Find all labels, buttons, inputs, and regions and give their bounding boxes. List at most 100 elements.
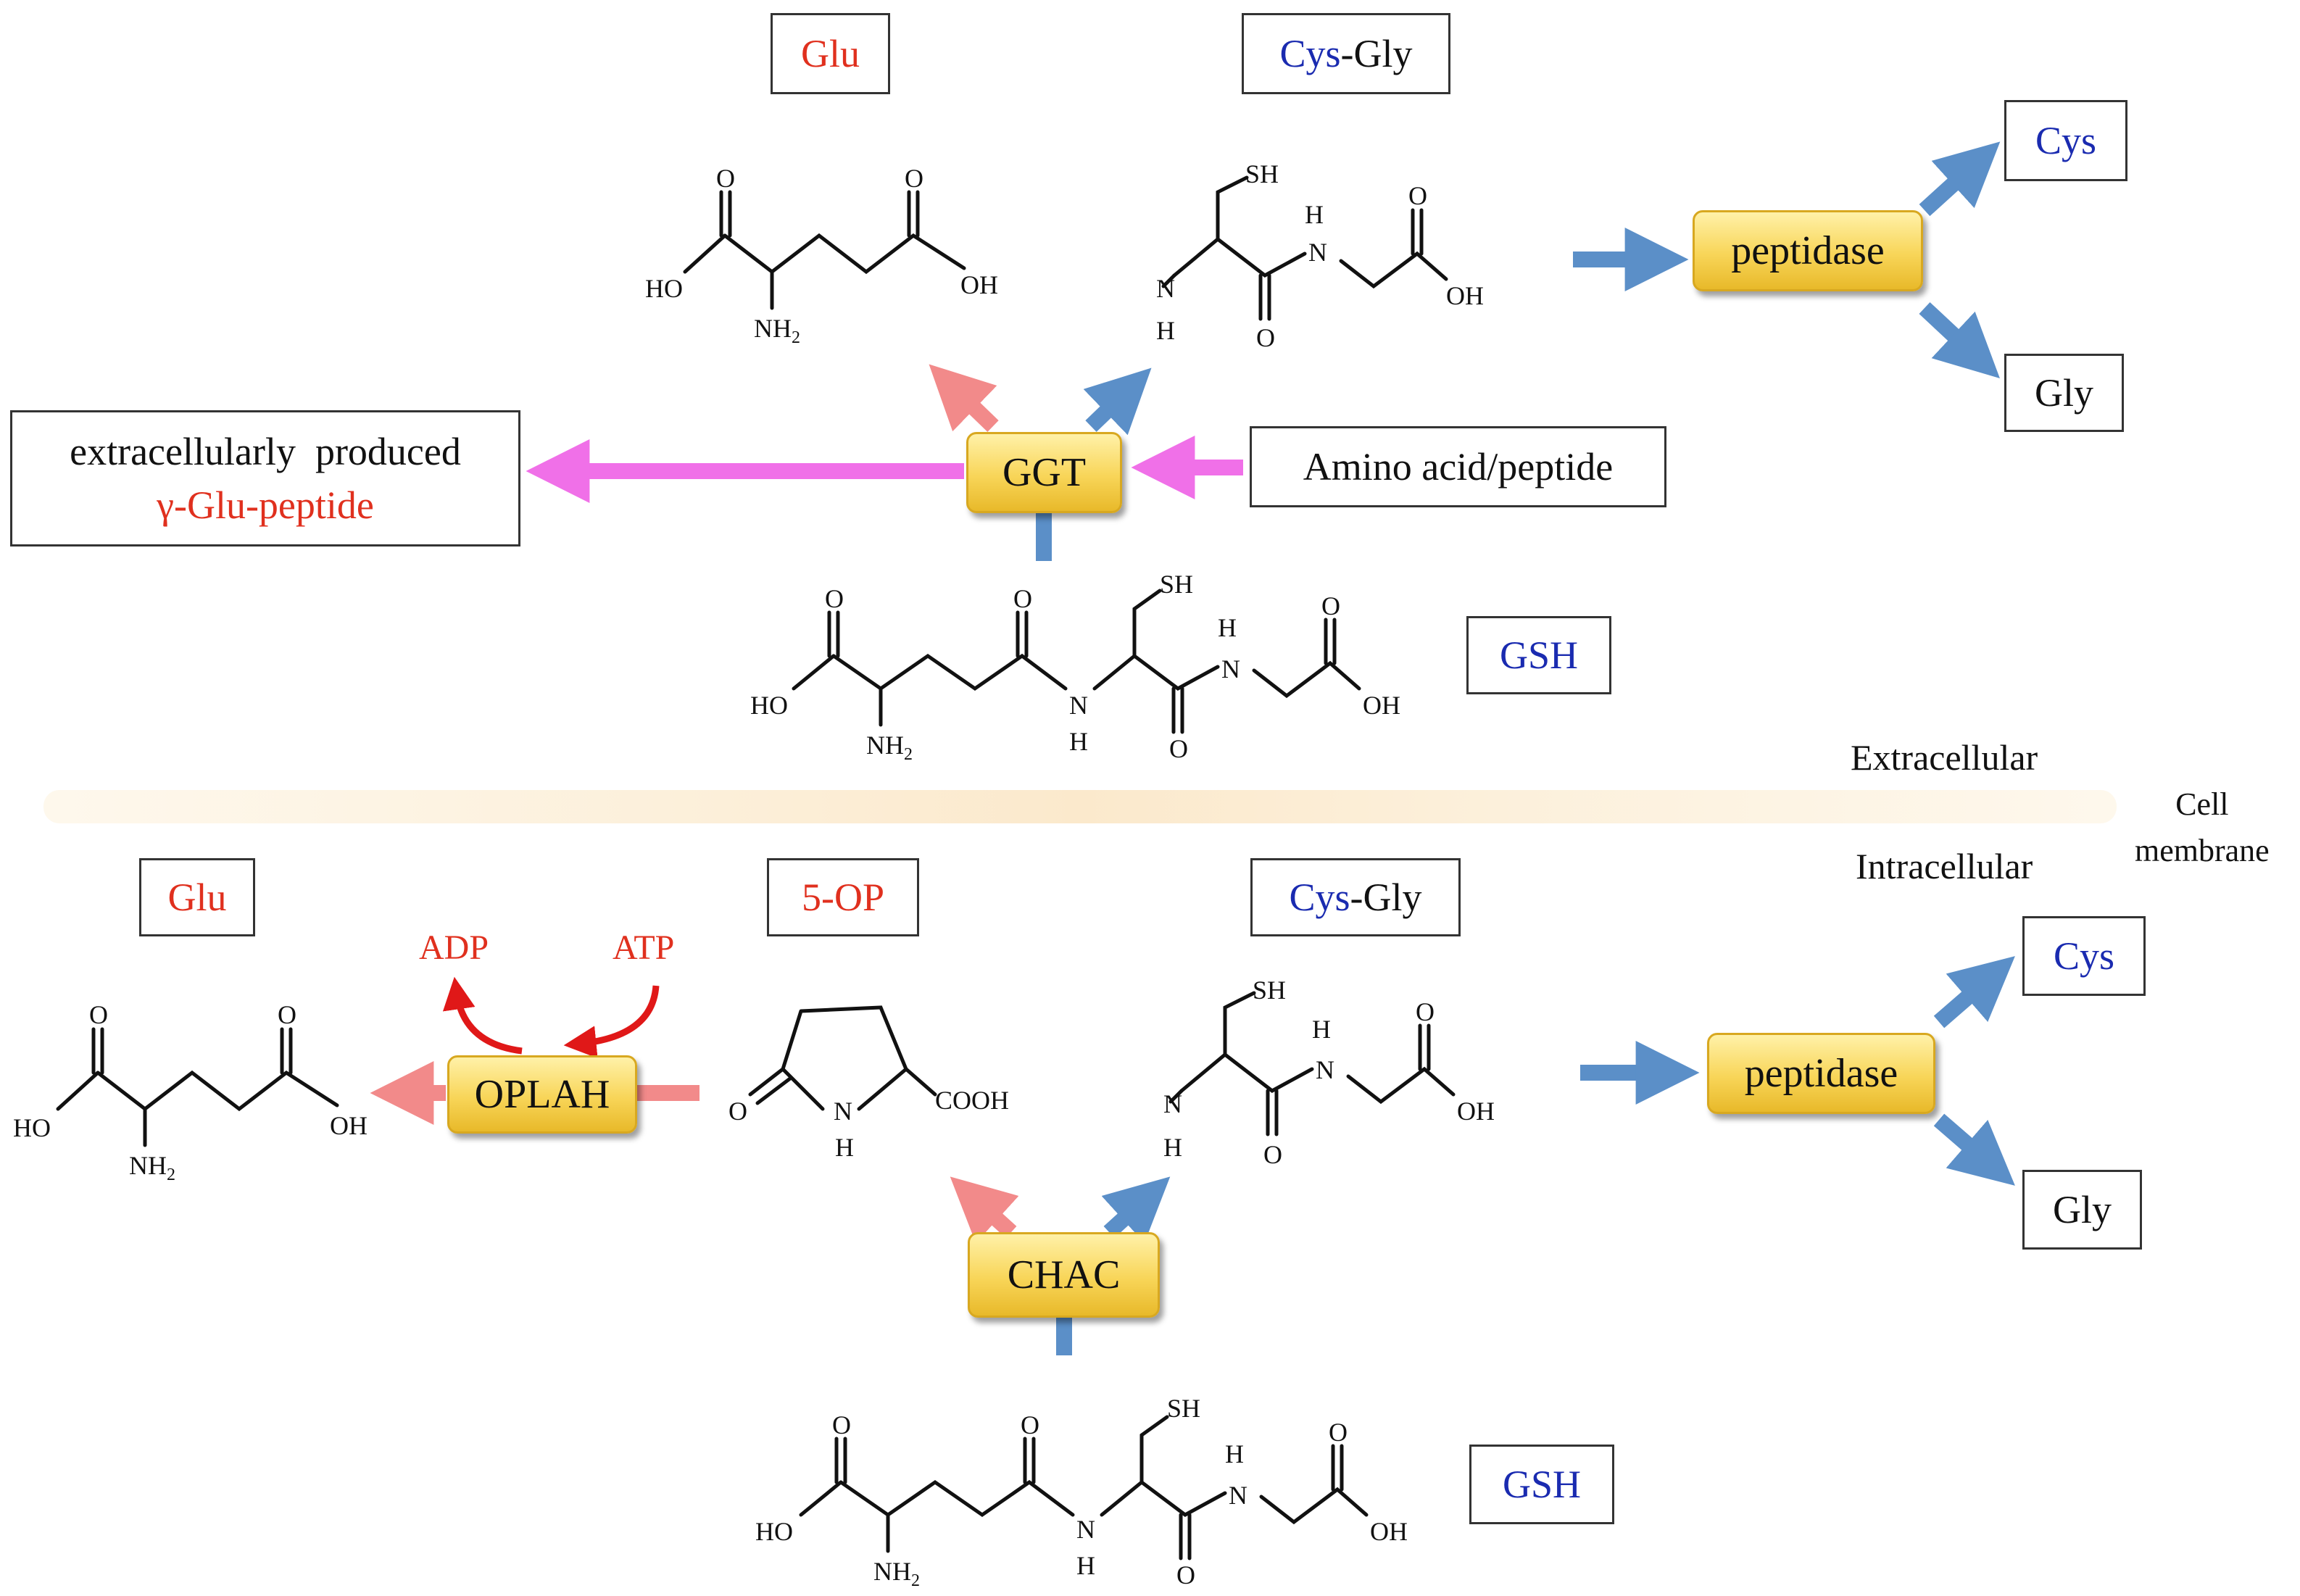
atom-oh: OH [1446,281,1484,310]
arrow-oplah-to-adp [442,976,523,1055]
atom-oh: OH [960,270,998,299]
atom-nh2: NH2 [754,314,800,347]
label-extracellular-produced: extracellularly produced γ-Glu-peptide [10,410,520,546]
label-cysgly-intra: Cys-Gly [1250,858,1461,936]
produced-line1: extracellularly produced [70,430,461,473]
atom-o: O [905,164,923,193]
arrow-ggt-to-cysgly [1083,367,1152,436]
atom-h: H [1312,1015,1331,1044]
atom-h: H [1069,727,1088,756]
produced-line2: γ-Glu-peptide [157,483,374,527]
atom-h: H [1156,316,1175,345]
label-extracellular: Extracellular [1851,737,2038,778]
atom-o: O [1013,584,1032,613]
atom-sh: SH [1245,159,1279,188]
atom-ho: HO [13,1113,51,1142]
label-adp: ADP [419,928,489,967]
label-cys-part: Cys [1289,876,1350,919]
atom-o: O [1256,323,1275,352]
atom-o: O [1321,591,1340,620]
atom-nh2: NH2 [873,1557,920,1590]
arrow-chac-to-cysgly [1101,1176,1171,1244]
atom-n: N [1163,1089,1182,1118]
atom-ho: HO [645,274,683,303]
enzyme-peptidase-intra: peptidase [1707,1033,1935,1114]
atom-o: O [1169,734,1188,763]
atom-h: H [1225,1439,1244,1468]
atom-h: H [1305,200,1324,229]
structure-gsh-intra [799,1415,1369,1560]
label-cell-membrane: Cell membrane [2135,781,2270,874]
enzyme-oplah: OPLAH [447,1055,637,1134]
atom-o: O [278,1000,296,1029]
structure-gsh-extra [792,589,1361,734]
atom-h: H [835,1133,854,1162]
enzyme-chac: CHAC [968,1232,1160,1318]
label-cys-product-intra: Cys [2022,916,2146,996]
structure-glu-extra [683,190,966,310]
arrow-chac-to-5op [950,1176,1019,1244]
atom-n: N [1229,1481,1247,1510]
atom-ho: HO [750,691,788,720]
atom-o: O [716,164,735,193]
label-sep: - [1340,32,1354,75]
atom-n: N [834,1097,852,1126]
structure-cysgly-extra [1161,175,1448,321]
label-gsh-intra: GSH [1469,1445,1614,1524]
structure-5op [748,1005,937,1111]
atom-o: O [89,1000,108,1029]
label-intracellular: Intracellular [1856,846,2033,886]
arrow-peptidase-to-cys-intra [1933,956,2015,1028]
atom-o: O [1021,1410,1039,1439]
atom-o: O [728,1097,747,1126]
label-cys-part: Cys [1279,32,1341,75]
atom-n: N [1156,274,1175,303]
atom-o: O [1263,1140,1282,1169]
label-glu-extra: Glu [771,13,890,94]
label-glu-intra: Glu [139,858,255,936]
arrow-ggt-to-glu [929,364,999,432]
label-atp: ATP [613,928,675,967]
label-gly-product-extra: Gly [2004,354,2124,432]
cell-membrane-band [43,790,2117,823]
structure-glu-intra [56,1027,339,1147]
atom-n: N [1069,691,1088,720]
atom-ho: HO [755,1517,793,1546]
label-amino-acid-peptide: Amino acid/peptide [1250,426,1666,507]
arrow-atp-into-oplah [563,985,660,1059]
label-cysgly-extra: Cys-Gly [1242,13,1450,94]
atom-o: O [1329,1418,1348,1447]
atom-sh: SH [1167,1394,1200,1423]
atom-o: O [1408,181,1427,210]
label-gsh-extra: GSH [1466,616,1611,694]
atom-n: N [1308,238,1327,267]
atom-o: O [1176,1560,1195,1589]
atom-oh: OH [1457,1097,1495,1126]
atom-o: O [825,584,844,613]
atom-sh: SH [1253,976,1286,1005]
structure-cysgly-intra [1168,991,1456,1136]
atom-n: N [1221,654,1240,683]
atom-o: O [832,1410,851,1439]
label-gly-part: Gly [1353,32,1413,75]
atom-cooh: COOH [935,1086,1009,1115]
cell-membrane-line1: Cell [2175,786,2229,822]
cell-membrane-line2: membrane [2135,833,2270,868]
atom-h: H [1163,1133,1182,1162]
atom-nh2: NH2 [129,1151,175,1184]
atom-oh: OH [1363,691,1400,720]
label-gly-part: Gly [1363,876,1422,919]
label-cys-product-extra: Cys [2004,100,2127,181]
atom-n: N [1316,1055,1334,1084]
atom-h: H [1218,613,1237,642]
enzyme-peptidase-extra: peptidase [1693,210,1923,291]
atom-oh: OH [330,1111,368,1140]
atom-oh: OH [1370,1517,1408,1546]
enzyme-ggt: GGT [966,432,1122,513]
arrow-peptidase-to-cys [1919,141,2001,217]
arrow-peptidase-to-gly-intra [1933,1113,2015,1186]
atom-nh2: NH2 [866,731,913,764]
atom-h: H [1076,1551,1095,1580]
